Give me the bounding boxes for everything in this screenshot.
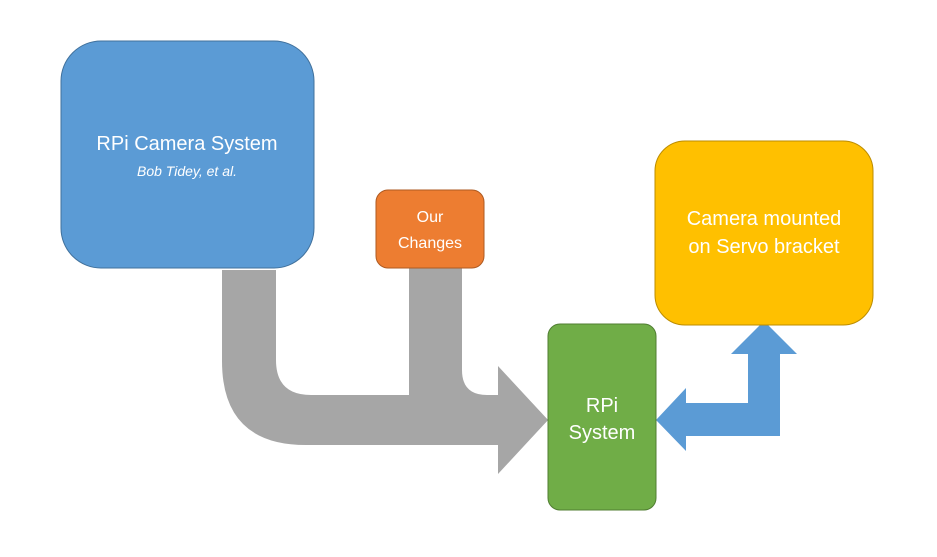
camera-system-title: RPi Camera System <box>96 133 277 155</box>
rpi-system-label-line2: System <box>569 422 636 444</box>
our-changes-box <box>375 189 485 269</box>
camera-system-box <box>60 40 315 269</box>
rpi-system-label-line1: RPi <box>586 395 618 417</box>
camera-system-subtitle: Bob Tidey, et al. <box>137 163 237 179</box>
camera-mount-box <box>654 140 874 326</box>
camera-mount-label-line1: Camera mounted <box>687 208 842 230</box>
our-changes-label-line2: Changes <box>398 235 462 252</box>
our-changes-label-line1: Our <box>417 209 444 226</box>
rpi-system-box <box>547 323 657 511</box>
rpi-to-camera-mount-link-arrow <box>656 321 797 451</box>
our-changes-to-rpi-arrow <box>409 268 548 473</box>
camera-mount-label-line2: on Servo bracket <box>688 236 840 258</box>
